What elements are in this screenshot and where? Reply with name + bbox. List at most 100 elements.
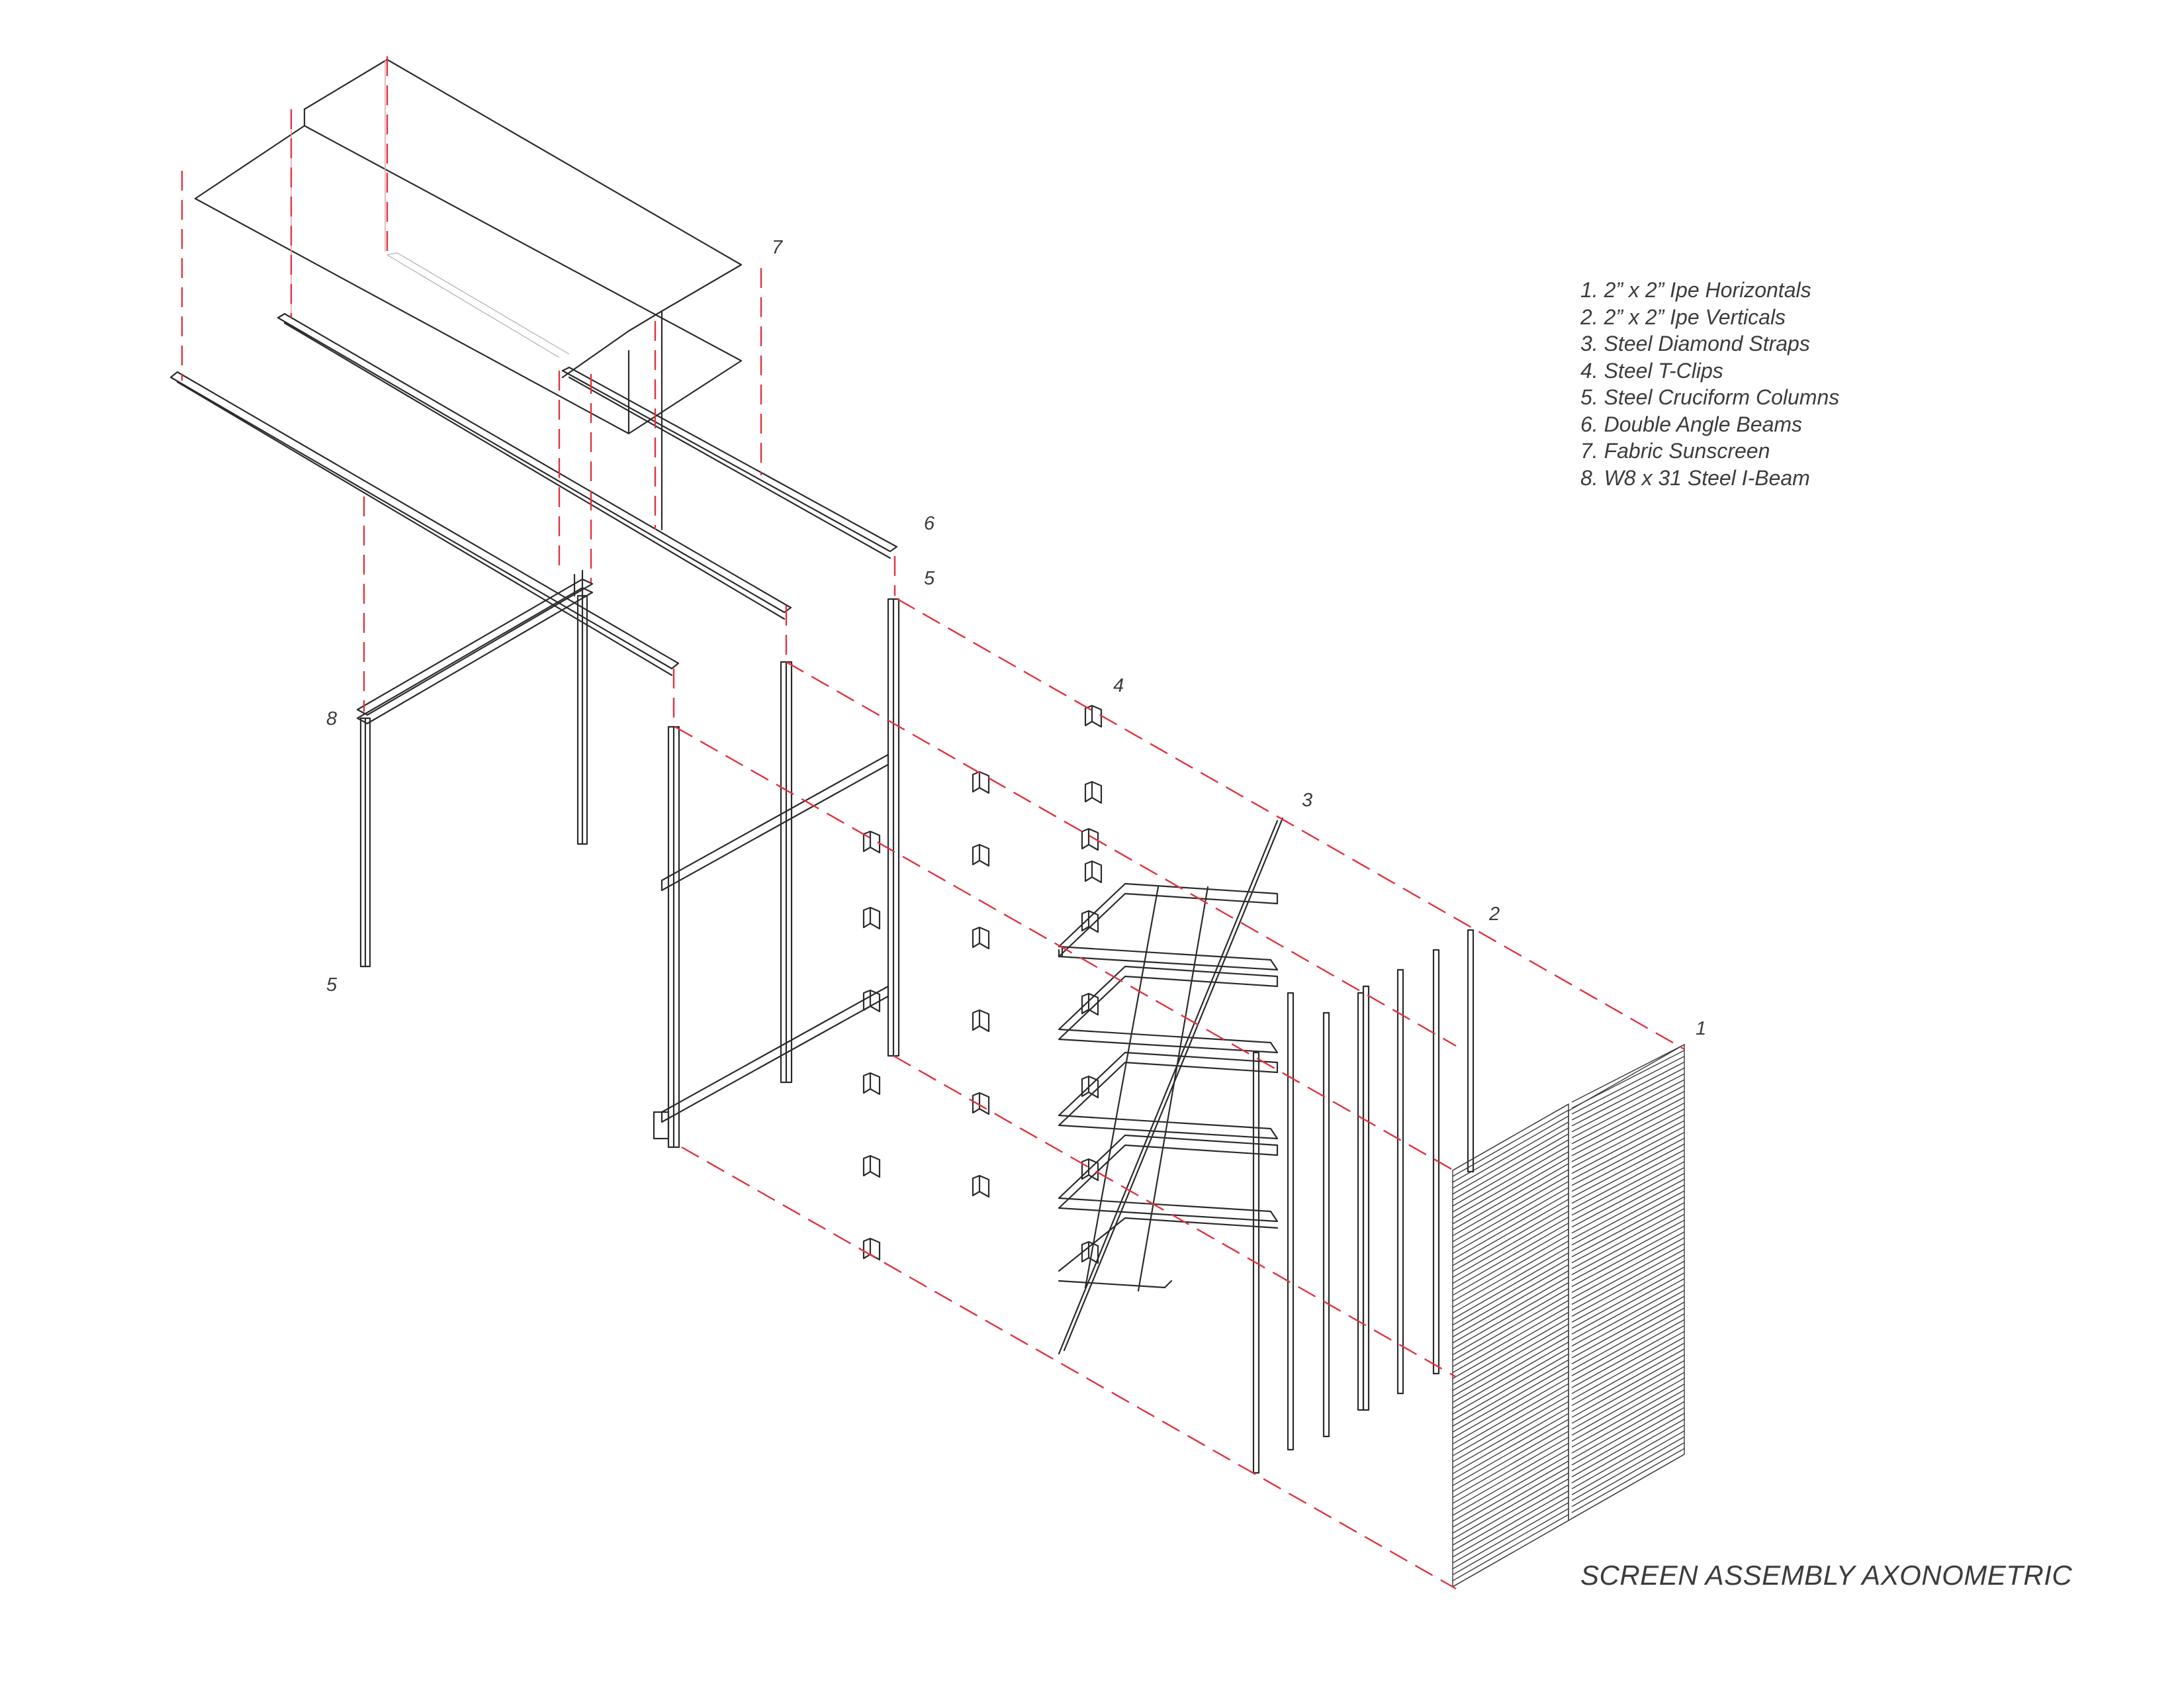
ipe-slat [1571, 1372, 1685, 1436]
drawing-title: SCREEN ASSEMBLY AXONOMETRIC [1580, 1560, 2073, 1591]
projection-lines [181, 56, 1685, 1590]
callout-labels: 1 2 3 4 5 5 6 7 8 [326, 237, 1706, 1039]
ipe-slat [1452, 1353, 1569, 1421]
t-clip [972, 771, 990, 794]
ipe-slat [1571, 1331, 1685, 1394]
ipe-slat [1571, 1413, 1685, 1477]
t-clip [1081, 1241, 1099, 1264]
ipe-slat [1452, 1329, 1569, 1397]
ipe-slat [1452, 1383, 1569, 1450]
callout-2: 2 [1488, 904, 1500, 925]
ipe-slat [1452, 1347, 1569, 1415]
ipe-slat [1452, 1151, 1569, 1219]
ipe-slat [1452, 1448, 1569, 1516]
ipe-slat [1452, 1139, 1569, 1207]
ipe-slat [1452, 1205, 1569, 1272]
ipe-slat [1571, 1131, 1685, 1192]
ipe-slat [1452, 1127, 1569, 1195]
ipe-slat [1571, 1091, 1685, 1150]
ipe-slat [1571, 1389, 1685, 1454]
ipe-slat [1452, 1430, 1569, 1498]
ipe-slat [1452, 1276, 1569, 1344]
ipe-slat [1571, 1102, 1685, 1162]
ipe-slat [1571, 1044, 1685, 1103]
ipe-slat [1452, 1121, 1569, 1189]
t-clip [972, 1174, 990, 1198]
ipe-slat [1571, 1395, 1685, 1460]
legend-item: 1. 2” x 2” Ipe Horizontals [1580, 278, 1811, 302]
ipe-slat [1571, 1061, 1685, 1121]
t-clip [862, 1072, 881, 1096]
ipe-slat [1452, 1229, 1569, 1296]
ipe-horizontals [1452, 1043, 1685, 1588]
ipe-slat [1571, 1126, 1685, 1186]
callout-5-bottom: 5 [326, 974, 338, 996]
ipe-slat [1571, 1237, 1685, 1299]
callout-6: 6 [924, 513, 935, 534]
ipe-slat [1452, 1181, 1569, 1248]
ipe-slat [1452, 1317, 1569, 1385]
w8-steel-i-beam [356, 569, 594, 725]
ipe-slat [1452, 1235, 1569, 1302]
double-angle-beams [169, 312, 898, 677]
ipe-slat [1452, 1484, 1569, 1552]
ipe-slat [1452, 1187, 1569, 1254]
ipe-slat [1452, 1175, 1569, 1243]
ipe-slat [1571, 1184, 1685, 1246]
ipe-slat [1571, 1137, 1685, 1198]
ipe-slat [1452, 1490, 1569, 1558]
ipe-slat [1571, 1243, 1685, 1305]
ipe-slat [1571, 1254, 1685, 1317]
ipe-slat [1452, 1496, 1569, 1564]
ipe-slat [1452, 1502, 1569, 1570]
ipe-slat [1571, 1120, 1685, 1180]
t-clip [1081, 827, 1099, 851]
ipe-slat [1571, 1143, 1685, 1204]
ipe-slat [1452, 1419, 1569, 1486]
ipe-slat [1571, 1325, 1685, 1388]
ipe-slat [1571, 1219, 1685, 1282]
ipe-slat [1452, 1359, 1569, 1427]
ipe-slat [1452, 1425, 1569, 1492]
ipe-slat [1571, 1354, 1685, 1418]
legend-item: 6. Double Angle Beams [1580, 412, 1803, 436]
t-clip [972, 843, 990, 867]
ipe-slat [1571, 1366, 1685, 1430]
ipe-slat [1571, 1067, 1685, 1127]
ipe-slat [1452, 1401, 1569, 1468]
ipe-slat [1571, 1360, 1685, 1424]
ipe-slat [1571, 1155, 1685, 1216]
ipe-slat [1452, 1282, 1569, 1350]
ipe-slat [1452, 1395, 1569, 1462]
ipe-verticals [1252, 929, 1475, 1474]
legend-item: 7. Fabric Sunscreen [1580, 439, 1770, 463]
ipe-slat [1571, 1448, 1685, 1513]
ipe-slat [1571, 1301, 1685, 1365]
ipe-slat [1452, 1514, 1569, 1581]
ipe-slat [1452, 1478, 1569, 1546]
ipe-slat [1452, 1407, 1569, 1474]
t-clip [862, 830, 881, 854]
callout-3: 3 [1302, 790, 1312, 811]
ipe-slat [1452, 1460, 1569, 1528]
ipe-slat [1571, 1050, 1685, 1109]
ipe-slat [1452, 1223, 1569, 1290]
ipe-slat [1571, 1425, 1685, 1489]
t-clip [1084, 704, 1103, 728]
ipe-slat [1571, 1178, 1685, 1240]
ipe-slat [1452, 1169, 1569, 1237]
callout-5-top: 5 [924, 568, 935, 589]
ipe-slat [1452, 1466, 1569, 1534]
ipe-slat [1452, 1103, 1569, 1171]
ipe-slat [1571, 1289, 1685, 1353]
ipe-slat [1571, 1207, 1685, 1270]
callout-7: 7 [772, 237, 784, 258]
ipe-slat [1452, 1305, 1569, 1374]
ipe-slat [1452, 1145, 1569, 1213]
ipe-slat [1571, 1085, 1685, 1145]
ipe-slat [1571, 1202, 1685, 1264]
ipe-slat [1571, 1454, 1685, 1519]
ipe-slat [1452, 1293, 1569, 1362]
ipe-slat [1571, 1167, 1685, 1228]
ipe-slat [1571, 1225, 1685, 1288]
